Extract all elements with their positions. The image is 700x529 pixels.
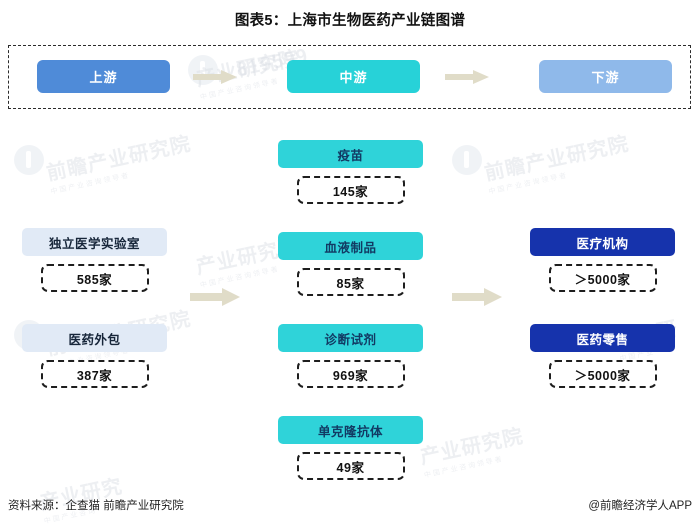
arrow-right-icon <box>193 70 237 84</box>
watermark-text: 前瞻产业研究院中国产业咨询领导者 <box>482 133 632 196</box>
node-count-badge: ＞5000家 <box>548 360 657 388</box>
node-label: 单克隆抗体 <box>278 416 423 444</box>
column-downstream: 医疗机构 ＞5000家 医药零售 ＞5000家 <box>530 228 675 388</box>
node-count-badge: 145家 <box>296 176 405 204</box>
node-monoclonal-antibody[interactable]: 单克隆抗体 49家 <box>278 416 423 480</box>
node-count-badge: 387家 <box>40 360 149 388</box>
stage-header-midstream[interactable]: 中游 <box>287 60 420 93</box>
source-note: 资料来源：企查猫 前瞻产业研究院 <box>8 500 184 512</box>
node-blood-products[interactable]: 血液制品 85家 <box>278 232 423 296</box>
node-pharma-outsourcing[interactable]: 医药外包 387家 <box>22 324 167 388</box>
node-label: 疫苗 <box>278 140 423 168</box>
node-label: 独立医学实验室 <box>22 228 167 256</box>
credit-note: @前瞻经济学人APP <box>588 500 692 512</box>
node-count-badge: 85家 <box>296 268 405 296</box>
column-midstream: 疫苗 145家 血液制品 85家 诊断试剂 969家 单克隆抗体 49家 <box>278 140 423 480</box>
node-label: 诊断试剂 <box>278 324 423 352</box>
node-count-badge: ＞5000家 <box>548 264 657 292</box>
arrow-right-icon <box>445 70 489 84</box>
node-medical-institutions[interactable]: 医疗机构 ＞5000家 <box>530 228 675 292</box>
node-count-badge: 585家 <box>40 264 149 292</box>
flow-arrow-midstream-to-downstream <box>452 288 502 306</box>
watermark-text: 产业研究院中国产业咨询领导者 <box>418 425 526 480</box>
node-count-badge: 969家 <box>296 360 405 388</box>
watermark-logo-icon <box>452 145 482 175</box>
node-pharmacy-retail[interactable]: 医药零售 ＞5000家 <box>530 324 675 388</box>
column-upstream: 独立医学实验室 585家 医药外包 387家 <box>22 228 167 388</box>
node-count-badge: 49家 <box>296 452 405 480</box>
chart-title: 图表5：上海市生物医药产业链图谱 <box>234 13 466 29</box>
node-independent-medical-lab[interactable]: 独立医学实验室 585家 <box>22 228 167 292</box>
stage-header-band: 上游 中游 下游 <box>8 45 691 109</box>
footer: 资料来源：企查猫 前瞻产业研究院 @前瞻经济学人APP <box>0 497 700 513</box>
node-diagnostic-reagents[interactable]: 诊断试剂 969家 <box>278 324 423 388</box>
stage-header-downstream[interactable]: 下游 <box>539 60 672 93</box>
stage-header-upstream[interactable]: 上游 <box>37 60 170 93</box>
node-label: 医疗机构 <box>530 228 675 256</box>
node-vaccine[interactable]: 疫苗 145家 <box>278 140 423 204</box>
node-label: 血液制品 <box>278 232 423 260</box>
flow-arrow-upstream-to-midstream <box>190 288 240 306</box>
watermark-logo-icon <box>14 145 44 175</box>
node-label: 医药零售 <box>530 324 675 352</box>
node-label: 医药外包 <box>22 324 167 352</box>
watermark-text: 前瞻产业研究院中国产业咨询领导者 <box>44 133 194 196</box>
